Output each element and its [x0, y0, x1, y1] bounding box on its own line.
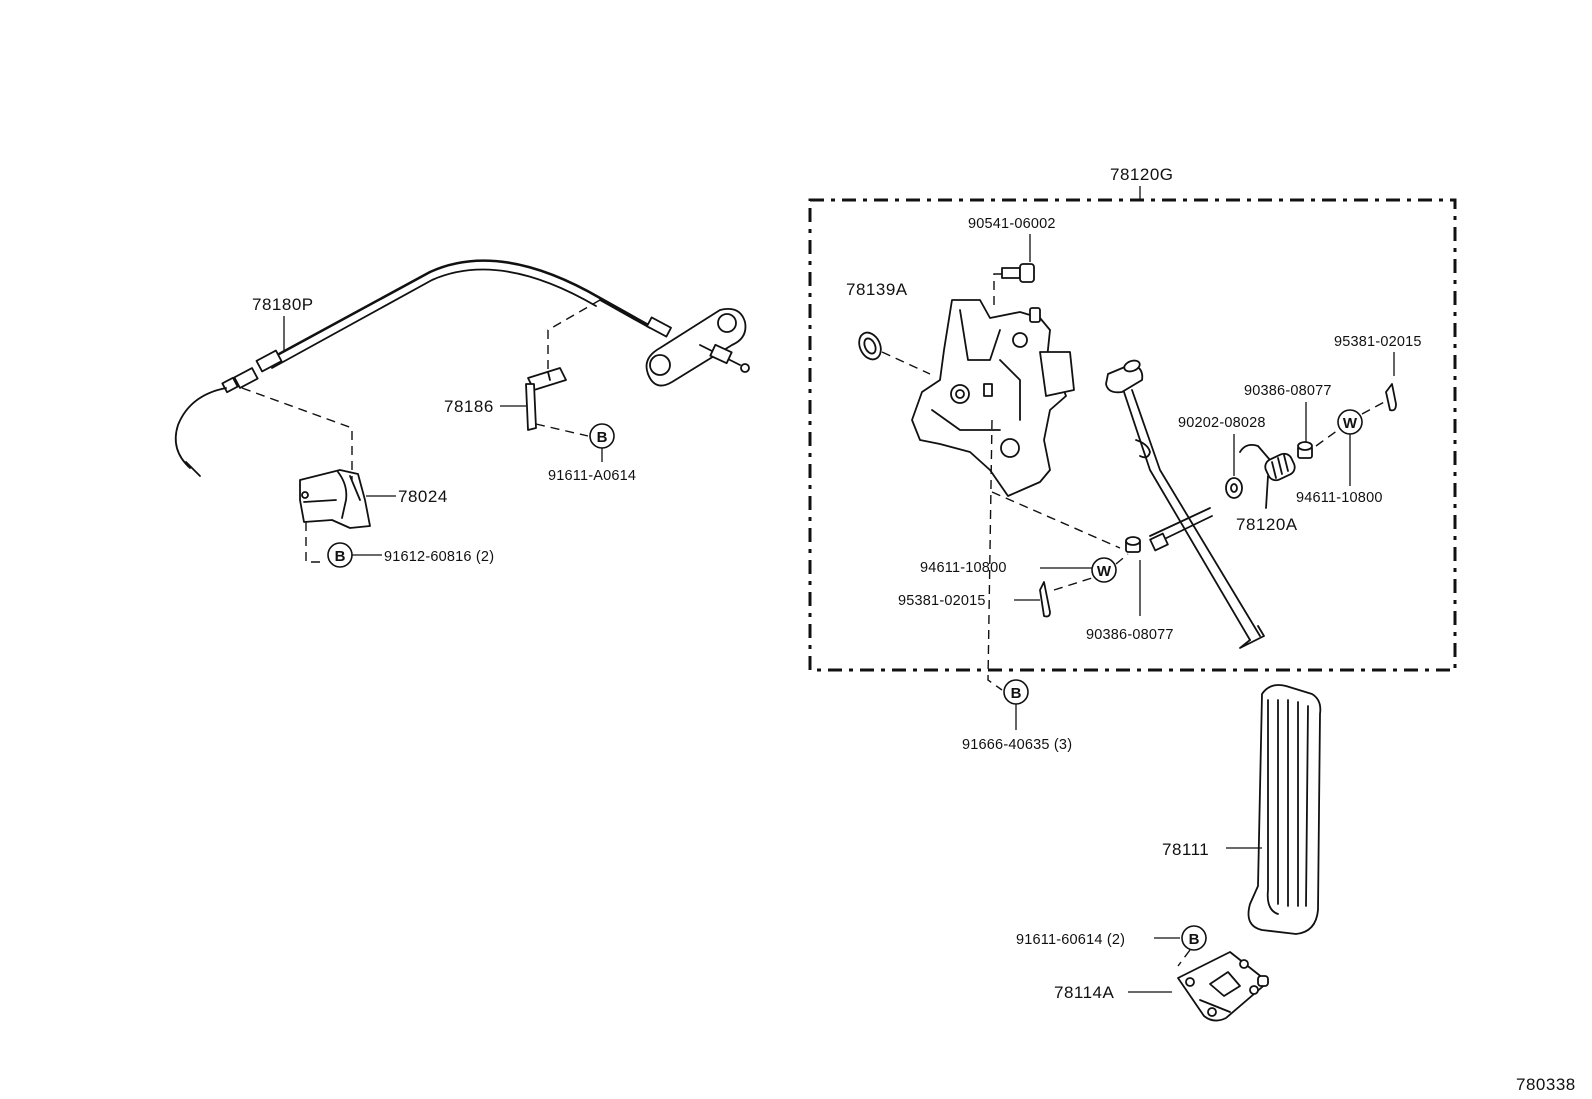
svg-text:W: W — [1343, 415, 1358, 432]
bush-90386-right-drawing — [1297, 441, 1313, 459]
pedal-bracket-drawing — [911, 299, 1075, 497]
label-90541-06002: 90541-06002 — [968, 216, 1056, 232]
label-78120a: 78120A — [1236, 515, 1298, 534]
bolt-symbol-91666: B — [1003, 679, 1029, 705]
pedal-plate-78114a-drawing — [1177, 951, 1269, 1022]
svg-text:B: B — [1189, 931, 1200, 948]
bracket-78024-drawing — [299, 469, 371, 529]
label-91612-60816: 91612-60816 (2) — [384, 549, 494, 565]
clamp-78186-drawing — [525, 367, 567, 431]
washer-90202-drawing — [1225, 477, 1243, 499]
label-78186: 78186 — [444, 397, 494, 416]
label-91611-60614: 91611-60614 (2) — [1016, 932, 1125, 948]
label-91666-40635: 91666-40635 (3) — [962, 737, 1072, 753]
pedal-arm-drawing — [1105, 359, 1265, 649]
label-90386-08077-right: 90386-08077 — [1244, 383, 1332, 399]
label-94611-10800-right: 94611-10800 — [1296, 490, 1383, 506]
svg-text:B: B — [597, 429, 608, 446]
bolt-90541-drawing — [1001, 263, 1035, 283]
label-94611-10800-left: 94611-10800 — [920, 560, 1007, 576]
pedal-pad-78111-drawing — [1247, 684, 1322, 935]
label-78180p: 78180P — [252, 295, 314, 314]
label-78024: 78024 — [398, 487, 448, 506]
cotter-pin-right-drawing — [1385, 383, 1397, 412]
label-90386-08077-left: 90386-08077 — [1086, 627, 1174, 643]
svg-text:W: W — [1097, 563, 1112, 580]
label-78111: 78111 — [1162, 840, 1209, 859]
washer-symbol-94611-left: W — [1091, 557, 1117, 583]
bolt-symbol-91611-60614: B — [1181, 925, 1207, 951]
washer-symbol-94611-right: W — [1337, 409, 1363, 435]
label-78114a: 78114A — [1054, 983, 1115, 1002]
assembly-boundary-box — [808, 198, 1457, 672]
label-95381-02015-right: 95381-02015 — [1334, 334, 1422, 350]
svg-text:B: B — [1011, 685, 1022, 702]
label-91611-a0614: 91611-A0614 — [548, 468, 636, 484]
label-95381-02015-left: 95381-02015 — [898, 593, 986, 609]
spring-78120a-drawing — [1239, 443, 1296, 509]
svg-text:B: B — [335, 548, 346, 565]
bolt-symbol-91612: B — [327, 542, 353, 568]
label-78120g: 78120G — [1110, 165, 1174, 184]
accelerator-cable-drawing — [174, 259, 750, 477]
label-78139a: 78139A — [846, 280, 908, 299]
figure-number: 780338 — [1516, 1075, 1576, 1094]
cotter-pin-left-drawing — [1039, 581, 1051, 618]
bush-90386-left-drawing — [1125, 536, 1141, 553]
label-90202-08028: 90202-08028 — [1178, 415, 1266, 431]
bolt-symbol-91611-a0614: B — [589, 423, 615, 449]
